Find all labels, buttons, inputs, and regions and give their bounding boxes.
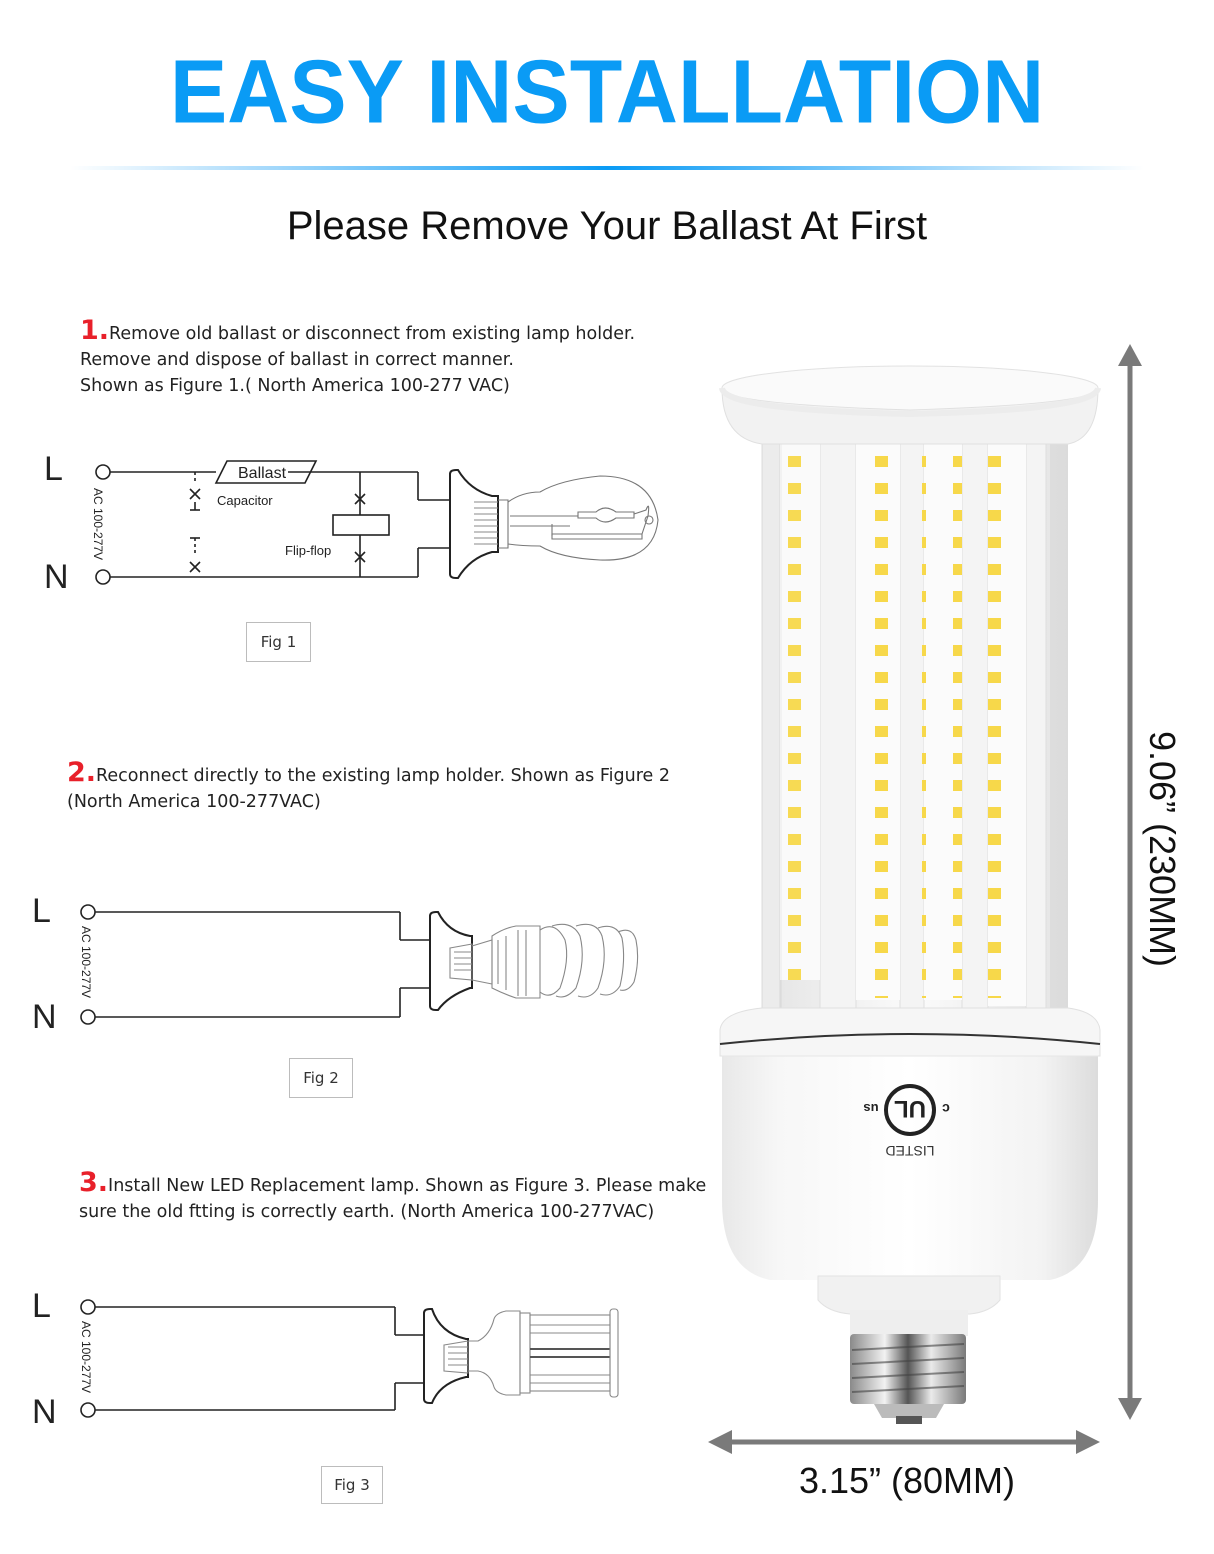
terminal-live-label: L — [32, 892, 51, 930]
page-subtitle: Please Remove Your Ballast At First — [286, 204, 928, 248]
figure-caption-fig2: Fig 2 — [289, 1058, 353, 1098]
led-corn-bulb-icon — [443, 1308, 619, 1398]
terminal-neutral-label: N — [32, 998, 57, 1036]
wiring-diagram-fig3: L N AC 100-277V — [32, 1287, 619, 1431]
hid-bulb-icon — [498, 475, 659, 561]
step-text-line: Reconnect directly to the existing lamp … — [96, 766, 670, 786]
wiring-diagram-fig1: L N — [44, 450, 659, 596]
flipflop-label: Flip-flop — [285, 543, 331, 558]
ul-us-text: us — [863, 1101, 878, 1116]
capacitor-label: Capacitor — [217, 493, 273, 508]
page-title: EASY INSTALLATION — [169, 41, 1045, 143]
terminal-live-label: L — [44, 450, 63, 488]
voltage-label: AC 100-277V — [79, 1321, 93, 1393]
step-2-instructions: 2.Reconnect directly to the existing lam… — [67, 757, 670, 815]
step-1-instructions: 1.Remove old ballast or disconnect from … — [80, 315, 636, 399]
step-3-instructions: 3.Install New LED Replacement lamp. Show… — [79, 1167, 707, 1225]
step-number: 3. — [79, 1167, 109, 1198]
step-text-line: Install New LED Replacement lamp. Shown … — [108, 1176, 707, 1196]
ul-mark-text: UL — [894, 1095, 926, 1122]
led-corn-lamp-illustration: UL c us LISTED — [719, 365, 1101, 1424]
cfl-spiral-bulb-icon — [449, 923, 639, 999]
figure-caption-fig3: Fig 3 — [321, 1466, 383, 1504]
width-dimension-label: 3.15” (80MM) — [798, 1460, 1016, 1501]
voltage-label: AC 100-277V — [79, 926, 93, 998]
step-text-line: Remove and dispose of ballast in correct… — [80, 350, 514, 370]
step-text-line: Remove old ballast or disconnect from ex… — [109, 324, 636, 344]
ul-listed-mark: UL c us LISTED — [863, 1084, 950, 1159]
ballast-label: Ballast — [238, 465, 287, 482]
figure-caption-fig1: Fig 1 — [246, 622, 311, 662]
lamp-socket-icon — [449, 469, 499, 579]
width-dimension-arrow-icon — [708, 1430, 1100, 1454]
title-divider — [70, 166, 1144, 170]
lamp-socket-icon — [429, 911, 473, 1011]
terminal-neutral-label: N — [32, 1393, 57, 1431]
height-dimension-label: 9.06” (230MM) — [1142, 730, 1183, 968]
step-number: 1. — [80, 315, 110, 346]
ul-listed-text: LISTED — [885, 1143, 934, 1159]
step-text-line: (North America 100-277VAC) — [67, 792, 321, 812]
terminal-neutral-label: N — [44, 558, 69, 596]
lamp-socket-icon — [423, 1308, 469, 1404]
wiring-diagram-fig2: L N AC 100-277V — [32, 892, 639, 1036]
ul-c-text: c — [942, 1101, 950, 1117]
voltage-label: AC 100-277V — [91, 488, 105, 560]
step-number: 2. — [67, 757, 97, 788]
step-text-line: Shown as Figure 1.( North America 100-27… — [80, 376, 510, 396]
terminal-live-label: L — [32, 1287, 51, 1325]
step-text-line: sure the old ftting is correctly earth. … — [79, 1202, 655, 1222]
height-dimension-arrow-icon — [1118, 344, 1142, 1420]
